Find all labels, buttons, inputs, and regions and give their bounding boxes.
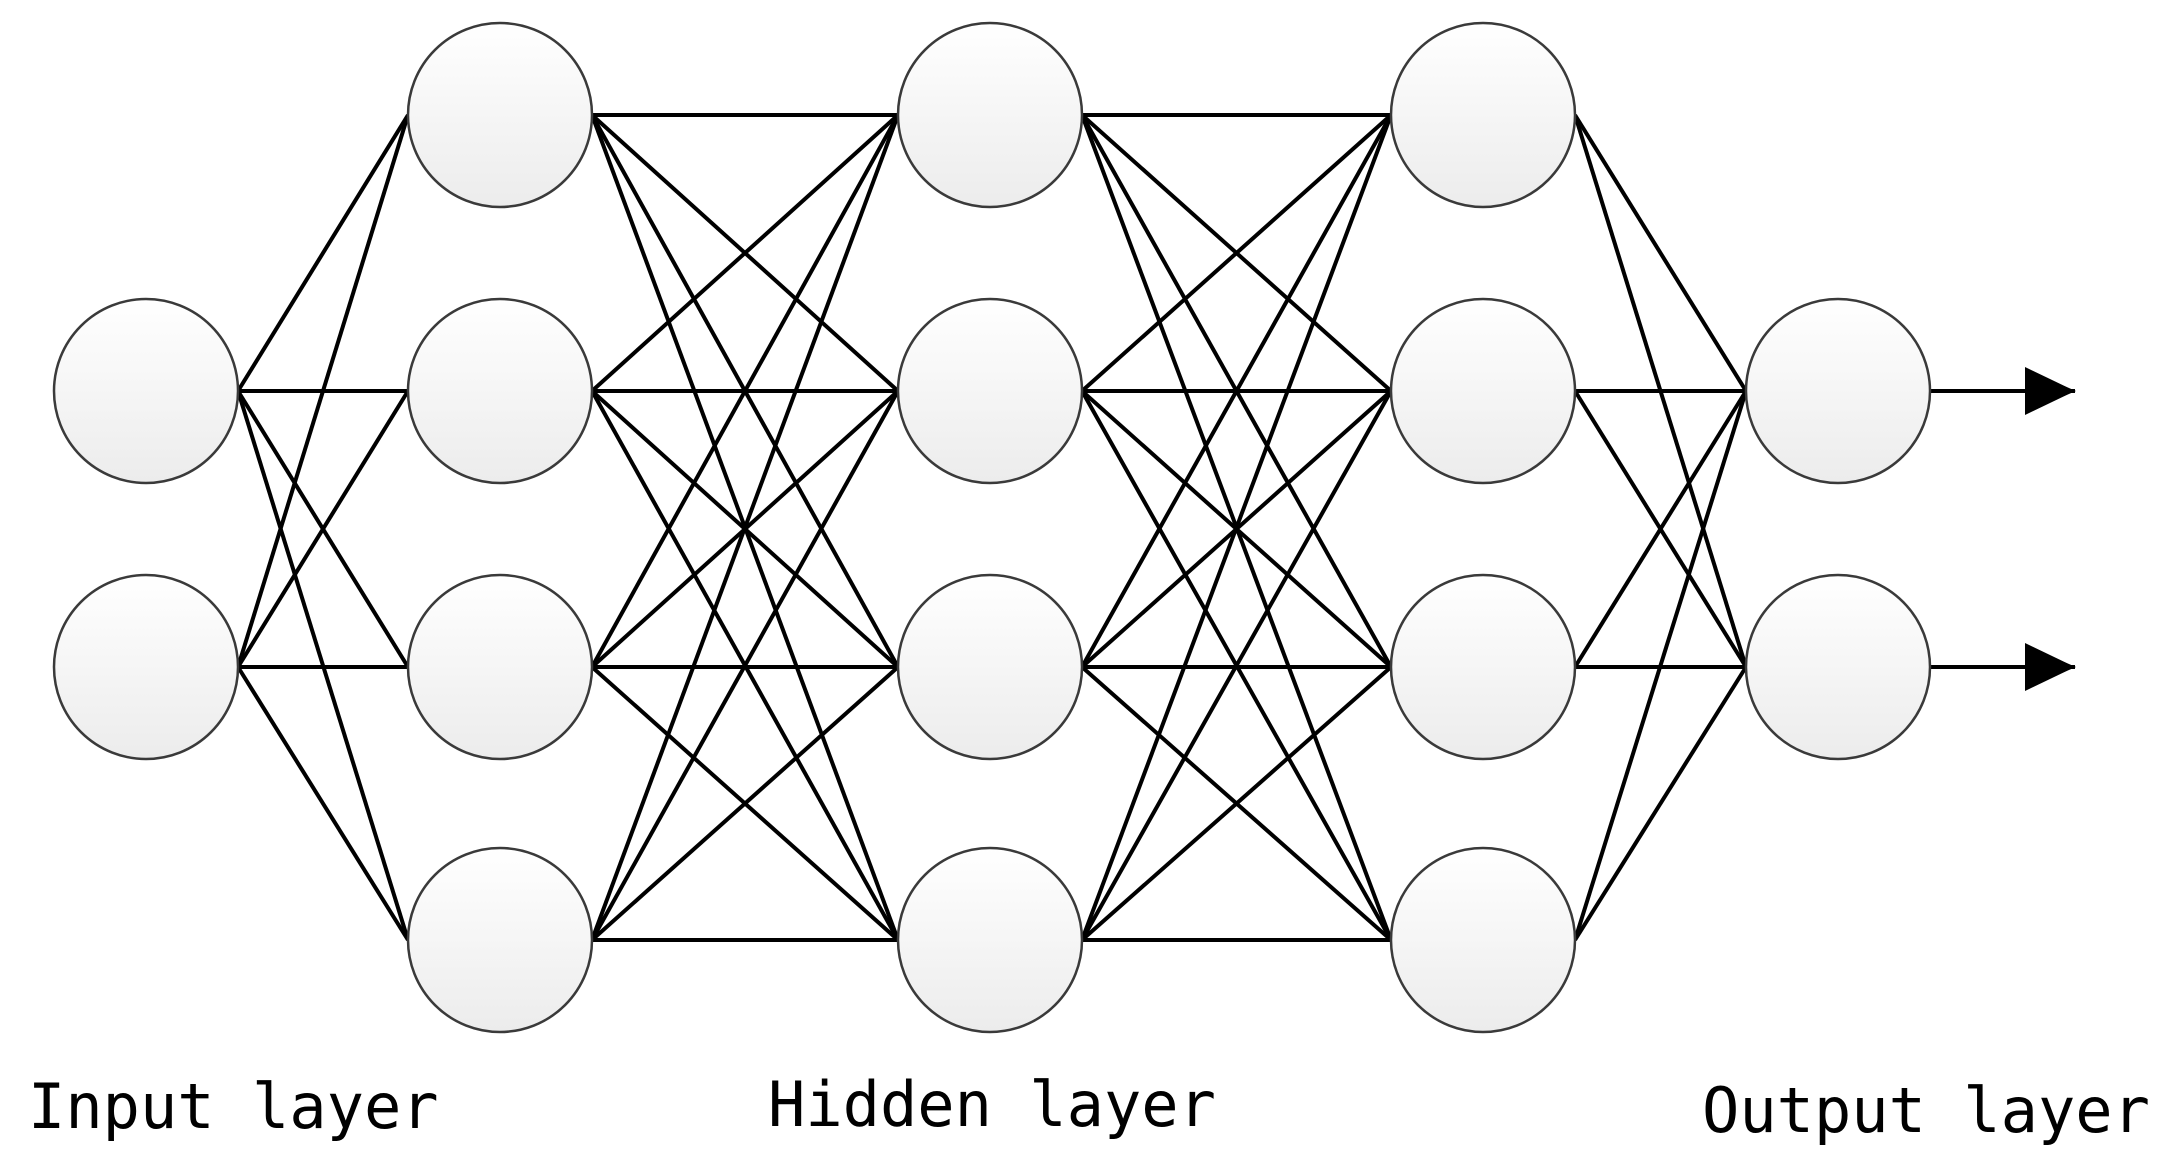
arrowhead-1 (2025, 367, 2075, 415)
edge-l2n3-l3n2 (1080, 665, 1393, 942)
hidden-layer-label: Hidden layer (768, 1068, 1216, 1141)
neuron-hidden-3-1 (1389, 21, 1577, 209)
edge-l1n1-l2n0 (590, 113, 900, 393)
neuron-hidden-2-1 (896, 21, 1084, 209)
edge-l1n3-l2n1 (590, 390, 900, 941)
edge-l1n2-l2n0 (590, 114, 900, 668)
input-layer-label: Input layer (28, 1070, 439, 1143)
edge-l2n2-l3n0 (1080, 114, 1393, 668)
neuron-output-1 (1744, 297, 1932, 485)
edge-l2n3-l3n1 (1080, 390, 1393, 941)
edge-l0n1-l1n0 (236, 114, 410, 668)
connections (236, 113, 1748, 942)
output-layer-label: Output layer (1702, 1074, 2150, 1147)
neuron-hidden-1-1 (406, 21, 594, 209)
output-arrows (1930, 367, 2076, 691)
neuron-input-1 (52, 297, 240, 485)
neuron-hidden-2-4 (896, 846, 1084, 1034)
neuron-hidden-3-3 (1389, 573, 1577, 761)
edge-l0n1-l1n3 (236, 665, 410, 942)
neuron-output-2 (1744, 573, 1932, 761)
edge-l3n3-l4n1 (1573, 665, 1748, 942)
edge-l0n0-l1n0 (236, 113, 410, 393)
edge-l2n1-l3n0 (1080, 113, 1393, 393)
neuron-hidden-3-4 (1389, 846, 1577, 1034)
neuron-input-2 (52, 573, 240, 761)
edge-l1n3-l2n2 (590, 665, 900, 942)
edge-l0n1-l1n1 (236, 389, 410, 669)
edge-l3n2-l4n0 (1573, 389, 1748, 669)
neuron-hidden-3-2 (1389, 297, 1577, 485)
neuron-hidden-1-2 (406, 297, 594, 485)
neuron-hidden-2-2 (896, 297, 1084, 485)
edge-l1n3-l2n0 (590, 114, 900, 941)
neuron-hidden-2-3 (896, 573, 1084, 761)
edge-l3n0-l4n0 (1573, 113, 1748, 393)
neuron-hidden-1-4 (406, 846, 594, 1034)
neurons (52, 21, 1932, 1034)
neuron-hidden-1-3 (406, 573, 594, 761)
arrowhead-2 (2025, 643, 2075, 691)
edge-l2n3-l3n0 (1080, 114, 1393, 941)
edge-l3n3-l4n0 (1573, 390, 1748, 941)
